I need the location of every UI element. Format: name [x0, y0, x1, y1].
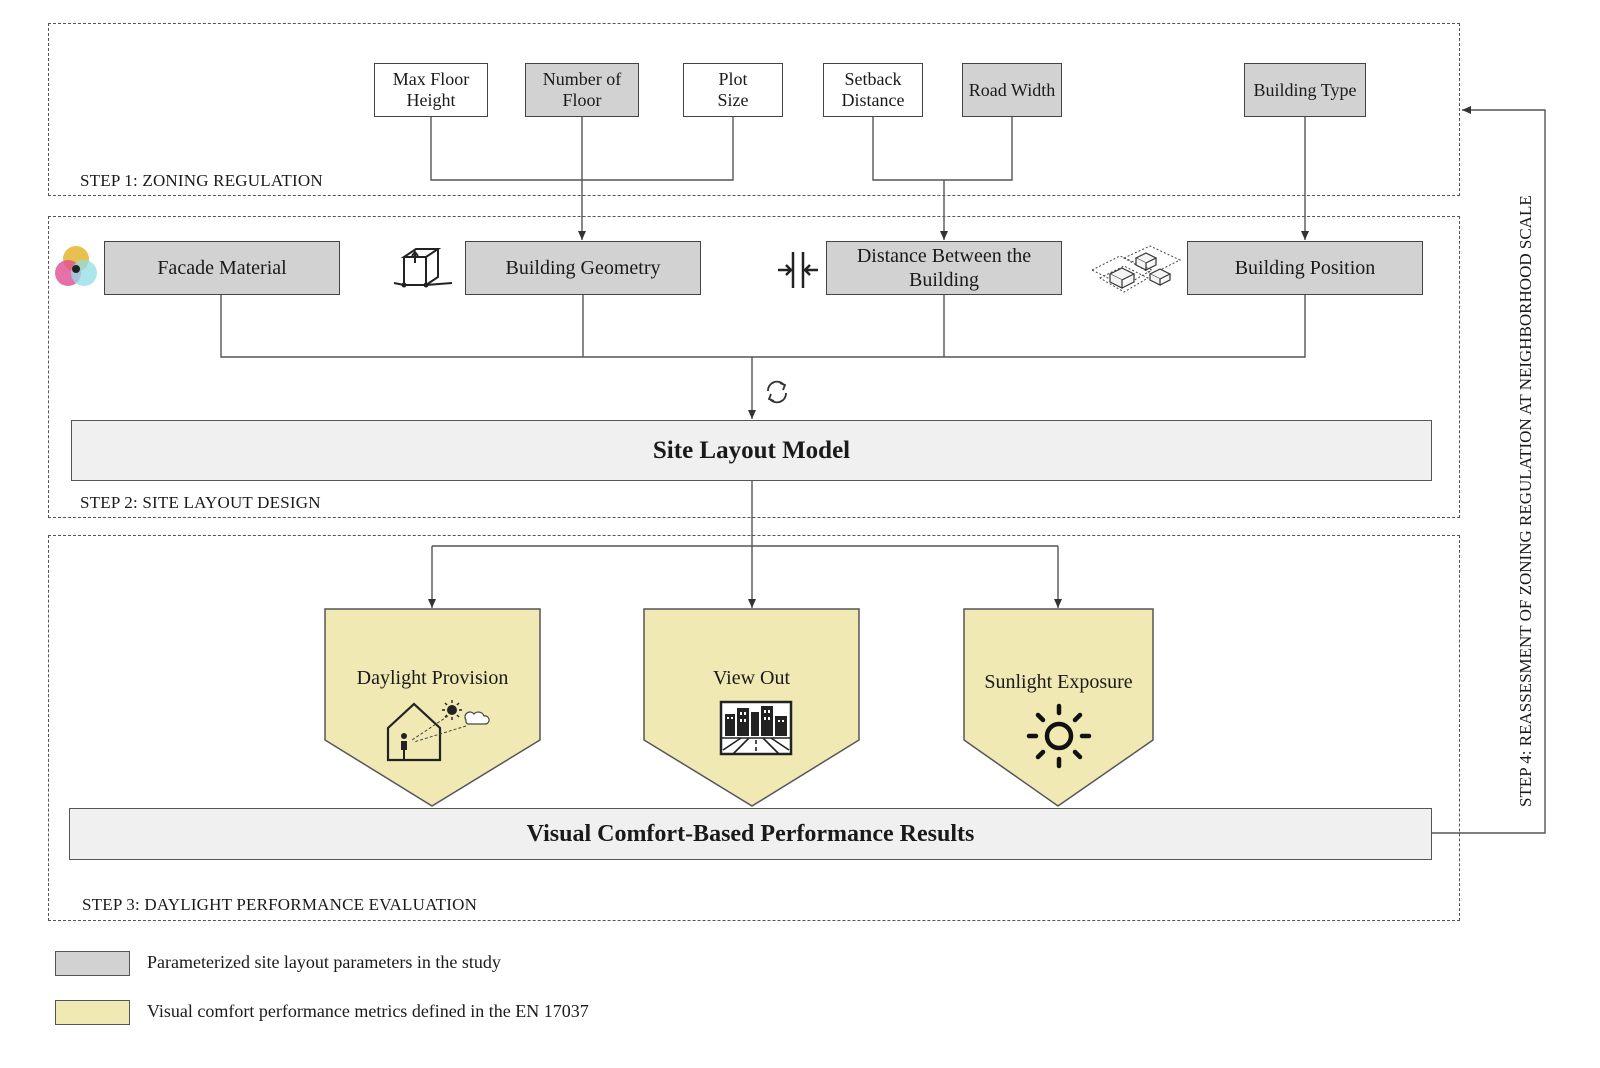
site-layout-model: Site Layout Model: [71, 420, 1432, 481]
cube-icon: [393, 248, 453, 288]
metric-label-sunlight-exposure: Sunlight Exposure: [984, 671, 1133, 693]
buildings-plan-icon: [1090, 245, 1182, 293]
metric-label-view-out: View Out: [712, 667, 791, 689]
step1-container: [48, 23, 1460, 196]
metric-label-daylight-provision: Daylight Provision: [356, 667, 509, 689]
step3-container: [48, 535, 1460, 921]
step2-container: [48, 216, 1460, 518]
legend-text-parameters: Parameterized site layout parameters in …: [147, 952, 501, 972]
performance-results: Visual Comfort-Based Performance Results: [69, 808, 1432, 860]
city-view-icon: [719, 700, 793, 756]
step4-label: STEP 4: REASSESMENT OF ZONING REGULATION…: [1516, 195, 1535, 807]
param-building-type: Building Type: [1244, 63, 1366, 117]
house-daylight-icon: [386, 700, 490, 762]
legend-swatch-gray: [55, 951, 130, 976]
legend-text-metrics: Visual comfort performance metrics defin…: [147, 1001, 589, 1021]
metric-shape-daylight: [324, 608, 541, 807]
distance-icon: [778, 252, 818, 288]
step3-label: STEP 3: DAYLIGHT PERFORMANCE EVALUATION: [82, 895, 478, 914]
legend-swatch-yellow: [55, 1000, 130, 1025]
refresh-icon: [767, 380, 787, 404]
color-wheel-icon: [55, 246, 97, 286]
param-building-position: Building Position: [1187, 241, 1423, 295]
param-building-geometry: Building Geometry: [465, 241, 701, 295]
step2-label: STEP 2: SITE LAYOUT DESIGN: [80, 493, 321, 512]
param-road-width: Road Width: [962, 63, 1062, 117]
step1-label: STEP 1: ZONING REGULATION: [80, 171, 323, 190]
sun-icon: [1026, 703, 1092, 769]
param-facade-material: Facade Material: [104, 241, 340, 295]
